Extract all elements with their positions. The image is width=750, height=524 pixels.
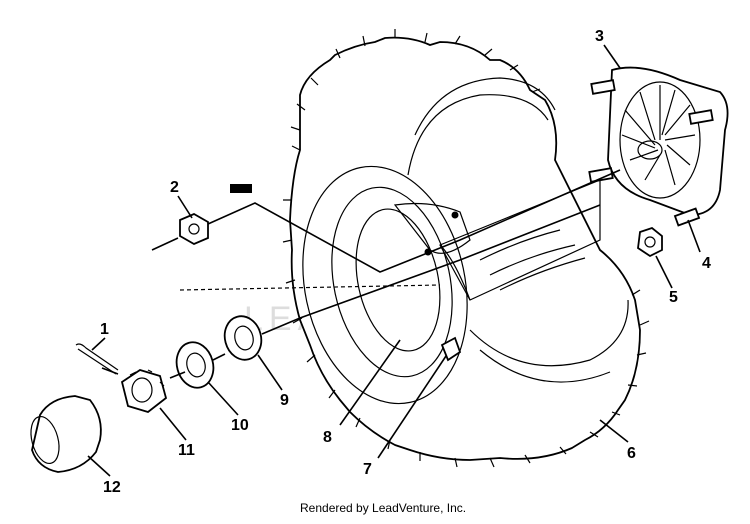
axle-assembly-line (101, 169, 621, 379)
footer-credit: Rendered by LeadVenture, Inc. (300, 501, 466, 515)
cotter-pin[interactable] (75, 343, 119, 375)
tire[interactable] (282, 29, 650, 468)
flat-washer[interactable] (220, 312, 266, 364)
callout-9: 9 (280, 392, 289, 409)
callout-8: 8 (323, 429, 332, 446)
callout-11: 11 (178, 442, 195, 459)
wheel-rim[interactable] (282, 151, 488, 419)
hub-cap[interactable] (26, 395, 102, 473)
lug-nut[interactable] (637, 226, 663, 258)
leader-lines (87, 44, 701, 477)
callout-12: 12 (103, 479, 121, 496)
callouts: 1 2 3 4 5 6 7 8 9 10 11 12 (100, 28, 711, 496)
valve-stem[interactable] (440, 336, 462, 362)
castle-nut[interactable] (120, 369, 168, 413)
wheel-stud[interactable] (688, 109, 714, 125)
callout-2: 2 (170, 179, 179, 196)
hub-assembly[interactable] (588, 66, 729, 227)
spacer-washer[interactable] (172, 338, 219, 392)
wheel-stud[interactable] (590, 79, 616, 95)
callout-6: 6 (627, 445, 636, 462)
callout-10: 10 (231, 417, 249, 434)
marker-block (230, 184, 252, 193)
callout-4: 4 (702, 255, 711, 272)
callout-7: 7 (363, 461, 372, 478)
callout-1: 1 (100, 321, 109, 338)
callout-5: 5 (669, 289, 678, 306)
lug-nut-left[interactable] (179, 212, 209, 246)
callout-3: 3 (595, 28, 604, 45)
